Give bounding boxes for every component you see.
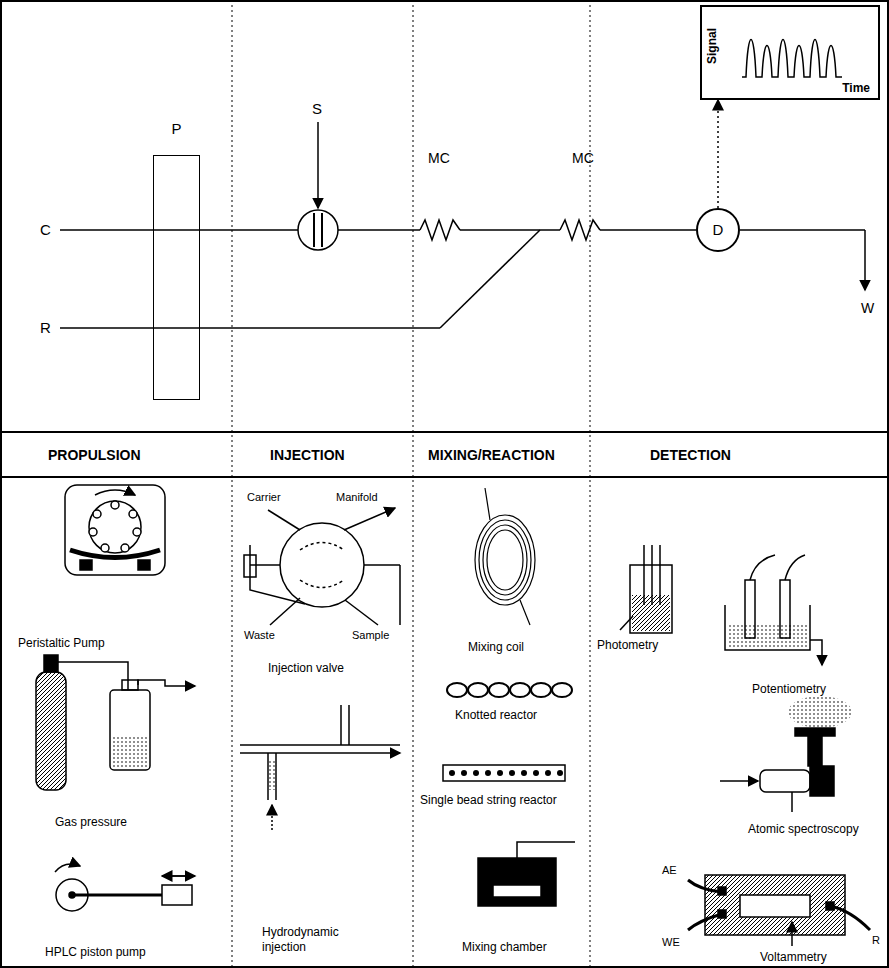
column-heading: MIXING/REACTION	[428, 447, 555, 464]
part-label: Voltammetry	[760, 950, 827, 965]
part-label: AE	[662, 863, 677, 877]
part-label: S	[312, 100, 322, 118]
column-heading: INJECTION	[270, 447, 345, 464]
part-label: Potentiometry	[752, 682, 826, 697]
part-label: R	[40, 319, 51, 337]
part-label: R	[872, 933, 880, 947]
node-text: Time	[842, 81, 870, 95]
part-label: Photometry	[597, 638, 658, 653]
column-heading: DETECTION	[650, 447, 731, 464]
part-label: W	[861, 300, 874, 317]
part-label: Waste	[244, 628, 275, 642]
part-label: MC	[572, 150, 594, 167]
part-label: Mixing chamber	[462, 940, 547, 955]
part-label: Gas pressure	[55, 815, 127, 830]
node-text: D	[698, 221, 738, 238]
part-label: Manifold	[336, 490, 378, 504]
part-label: C	[40, 221, 51, 239]
part-label: Peristaltic Pump	[18, 636, 105, 651]
detector-circle: D	[696, 208, 740, 252]
part-label: WE	[662, 935, 680, 949]
part-label: Sample	[352, 628, 389, 642]
part-label: MC	[428, 150, 450, 167]
part-label: Single bead string reactor	[420, 793, 557, 808]
node-text: Signal	[705, 28, 719, 64]
part-label: Atomic spectroscopy	[748, 822, 859, 837]
part-label: Mixing coil	[468, 640, 524, 655]
part-label: HPLC piston pump	[45, 945, 146, 960]
signal-connector	[717, 100, 719, 208]
signal-box: SignalTime	[700, 5, 880, 100]
node-text: P	[154, 120, 199, 137]
pump-box: P	[153, 155, 200, 400]
part-label: Injection valve	[268, 661, 344, 676]
part-label: Carrier	[247, 490, 281, 504]
part-label: Hydrodynamic injection	[262, 925, 357, 955]
part-label: Knotted reactor	[455, 708, 537, 723]
column-heading: PROPULSION	[48, 447, 141, 464]
